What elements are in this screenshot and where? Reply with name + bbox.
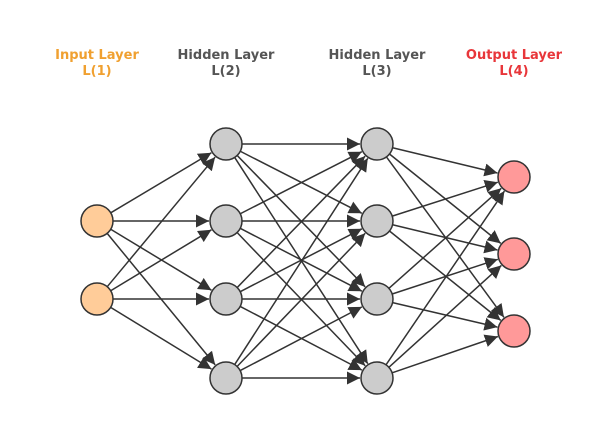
edge-l3n4-l4n2 (388, 264, 502, 368)
layer-name: Output Layer (465, 48, 563, 63)
neuron-l2-2 (209, 204, 243, 238)
edge-l2n3-l3n2 (239, 228, 363, 293)
neuron-l2-4 (209, 361, 243, 395)
edge-l3n2-l4n1 (392, 179, 499, 217)
edge-l2n4-l3n3 (239, 306, 363, 372)
neuron-nodes (80, 127, 531, 395)
edge-l3n3-l4n2 (391, 257, 499, 295)
edge-l3n3-l4n1 (388, 187, 502, 289)
edge-l2n3-l3n1 (236, 155, 366, 289)
edge-l3n4-l4n3 (391, 334, 499, 374)
neuron-l1-1 (80, 204, 114, 238)
connection-edges (106, 137, 506, 385)
neuron-l4-3 (497, 314, 531, 348)
edge-l1n2-l2n2 (110, 229, 212, 292)
edge-l3n1-l4n1 (392, 147, 498, 177)
layer-label-hidden-2: Hidden Layer L(3) (312, 48, 442, 80)
layer-label-hidden-1: Hidden Layer L(2) (161, 48, 291, 80)
edge-l2n4-l3n2 (236, 232, 366, 367)
layer-label-input: Input Layer L(1) (32, 48, 162, 80)
edge-l1n1-l2n1 (110, 152, 212, 214)
neuron-l3-1 (360, 127, 394, 161)
layer-name: Hidden Layer (328, 48, 426, 63)
layer-index: L(2) (211, 64, 241, 79)
neuron-l4-1 (497, 160, 531, 194)
neuron-l3-3 (360, 282, 394, 316)
neuron-l3-2 (360, 204, 394, 238)
edge-l2n2-l3n1 (239, 151, 363, 215)
edge-l1n2-l2n4 (110, 306, 212, 370)
layer-index: L(1) (82, 64, 112, 79)
neuron-l4-2 (497, 237, 531, 271)
layer-name: Input Layer (55, 48, 139, 63)
edge-l3n2-l4n2 (392, 224, 498, 254)
layer-name: Hidden Layer (177, 48, 275, 63)
neuron-l1-2 (80, 282, 114, 316)
layer-index: L(3) (362, 64, 392, 79)
edge-l2n4-l3n1 (234, 157, 369, 365)
edge-l3n4-l4n1 (385, 190, 506, 366)
neuron-l2-3 (209, 282, 243, 316)
layer-index: L(4) (499, 64, 529, 79)
layer-label-output: Output Layer L(4) (449, 48, 579, 80)
edge-l1n2-l2n1 (106, 156, 216, 288)
neuron-l3-4 (360, 361, 394, 395)
edge-l3n2-l4n3 (389, 230, 502, 321)
neuron-l2-1 (209, 127, 243, 161)
edge-l3n3-l4n3 (392, 301, 498, 331)
